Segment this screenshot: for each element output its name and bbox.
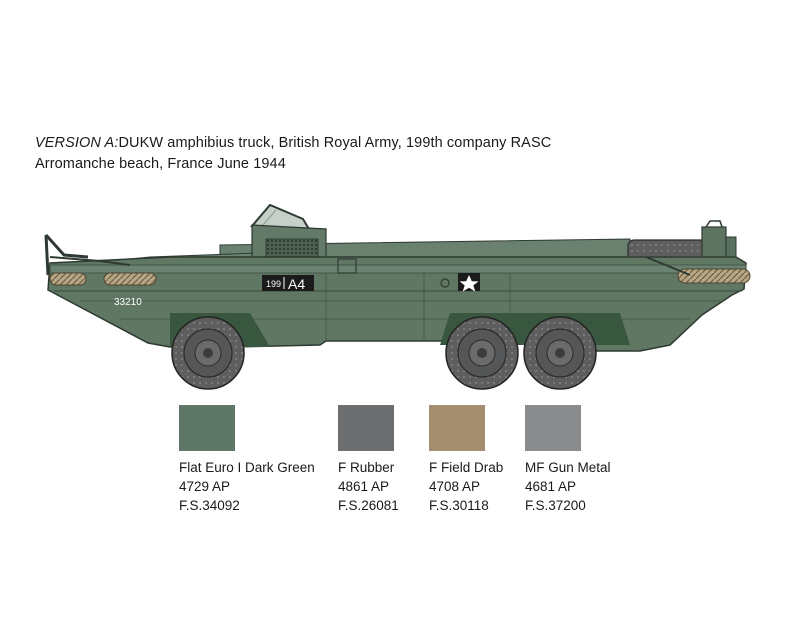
color-name: F Rubber (338, 460, 395, 475)
version-label: VERSION A: (35, 135, 119, 151)
color-swatch (338, 405, 394, 451)
color-swatch (429, 405, 485, 451)
color-label: Flat Euro I Dark Green 4729 AP F.S.34092 (179, 458, 315, 515)
color-code: 4708 AP (429, 479, 481, 494)
color-swatch (525, 405, 581, 451)
color-entry-gun-metal: MF Gun Metal 4681 AP F.S.37200 (525, 405, 611, 515)
color-swatch (179, 405, 235, 451)
rear-wheel (523, 316, 597, 390)
color-entry-dark-green: Flat Euro I Dark Green 4729 AP F.S.34092 (179, 405, 315, 515)
color-fs: F.S.37200 (525, 498, 586, 513)
caption-line-2: Arromanche beach, France June 1944 (35, 156, 286, 172)
unit-marking-plate (262, 275, 314, 291)
color-label: MF Gun Metal 4681 AP F.S.37200 (525, 458, 611, 515)
hull-number: 33210 (114, 297, 142, 308)
dukw-vehicle-illustration: 199 A4 33210 (44, 203, 751, 390)
color-fs: F.S.26081 (338, 498, 399, 513)
rear-rope-fender (677, 268, 751, 284)
front-wheel (171, 316, 245, 390)
color-label: F Rubber 4861 AP F.S.26081 (338, 458, 399, 515)
caption: VERSION A:DUKW amphibius truck, British … (35, 133, 551, 175)
color-code: 4729 AP (179, 479, 231, 494)
color-code: 4681 AP (525, 479, 577, 494)
color-entry-rubber: F Rubber 4861 AP F.S.26081 (338, 405, 399, 515)
caption-title: DUKW amphibius truck, British Royal Army… (118, 135, 552, 151)
color-name: MF Gun Metal (525, 460, 611, 475)
color-fs: F.S.34092 (179, 498, 240, 513)
white-star-icon (459, 275, 479, 292)
color-label: F Field Drab 4708 AP F.S.30118 (429, 458, 503, 515)
color-fs: F.S.30118 (429, 498, 489, 513)
unit-marking-large: A4 (288, 276, 305, 292)
front-rope-fender (49, 272, 87, 286)
color-code: 4861 AP (338, 479, 390, 494)
unit-marking-small: 199 (266, 279, 281, 289)
caption-line-1: VERSION A:DUKW amphibius truck, British … (35, 133, 551, 154)
color-entry-field-drab: F Field Drab 4708 AP F.S.30118 (429, 405, 503, 515)
middle-wheel (445, 316, 519, 390)
front-winch-arm (44, 233, 89, 259)
color-name: F Field Drab (429, 460, 504, 475)
color-name: Flat Euro I Dark Green (179, 460, 315, 475)
